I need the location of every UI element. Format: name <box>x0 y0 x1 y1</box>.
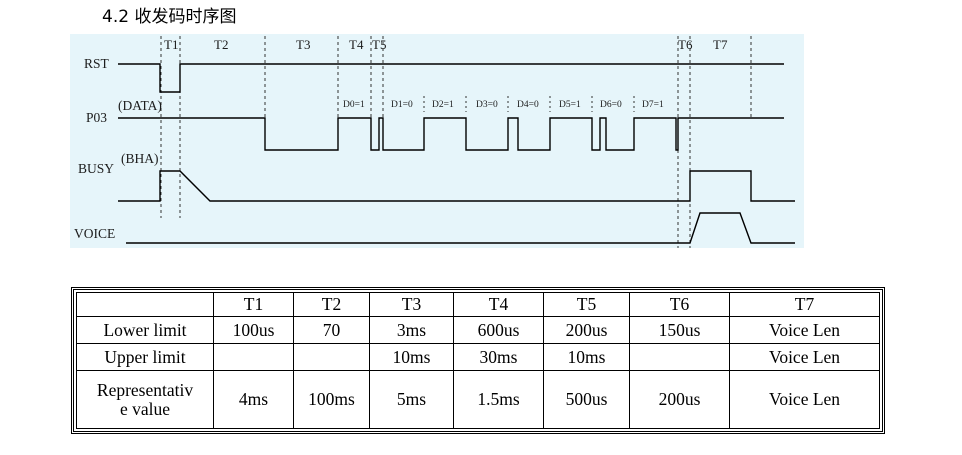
bit-label-d1: D1=0 <box>391 100 413 110</box>
table-cell: 150us <box>629 316 730 344</box>
bit-label-d0: D0=1 <box>343 100 365 110</box>
row-label-lower-limit: Lower limit <box>76 316 214 344</box>
signal-label-rst: RST <box>84 56 110 71</box>
timing-spec-table: T1 T2 T3 T4 T5 T6 T7 Lower limit 100us 7… <box>71 287 885 434</box>
signal-label-data: (DATA) <box>118 98 162 113</box>
table-cell: 10ms <box>543 343 630 371</box>
table-header-row: T1 T2 T3 T4 T5 T6 T7 <box>76 292 880 317</box>
period-label-t6: T6 <box>678 37 693 52</box>
period-label-t1: T1 <box>164 37 178 52</box>
period-dividers <box>160 36 752 248</box>
table-cell: 5ms <box>369 370 454 429</box>
timing-diagram: T1 T2 T3 T4 T5 T6 T7 RST P03 (DATA) BUSY… <box>70 34 804 248</box>
bit-label-d4: D4=0 <box>517 100 539 110</box>
signal-label-voice: VOICE <box>74 226 115 241</box>
table-cell: 1.5ms <box>453 370 544 429</box>
table-cell <box>213 343 294 371</box>
table-row-representative-value: Representativ e value 4ms 100ms 5ms 1.5m… <box>76 370 880 429</box>
table-cell: 70 <box>293 316 370 344</box>
row-label-line-1: Representativ <box>96 379 194 400</box>
signal-label-bha: (BHA) <box>121 151 159 166</box>
bit-label-d6: D6=0 <box>600 100 622 110</box>
row-label-upper-limit: Upper limit <box>76 343 214 371</box>
bit-label-d3: D3=0 <box>476 100 498 110</box>
busy-waveform <box>118 170 795 202</box>
table-cell: 200us <box>543 316 630 344</box>
table-cell: Voice Len <box>729 343 880 371</box>
table-cell: 600us <box>453 316 544 344</box>
p03-waveform <box>118 117 784 151</box>
table-cell: 100ms <box>293 370 370 429</box>
table-cell: 4ms <box>213 370 294 429</box>
table-row-lower-limit: Lower limit 100us 70 3ms 600us 200us 150… <box>76 316 880 344</box>
voice-waveform <box>126 212 795 244</box>
period-label-t5: T5 <box>372 37 386 52</box>
bit-label-d7: D7=1 <box>642 100 664 110</box>
signal-label-p03: P03 <box>86 110 107 125</box>
header-cell-t6: T6 <box>629 292 730 317</box>
header-cell-t3: T3 <box>369 292 454 317</box>
period-label-t3: T3 <box>296 37 310 52</box>
table-cell: 3ms <box>369 316 454 344</box>
section-heading: 4.2 收发码时序图 <box>102 7 237 27</box>
table-cell <box>629 343 730 371</box>
table-cell: Voice Len <box>729 370 880 429</box>
signal-label-busy: BUSY <box>78 161 114 176</box>
table-row-upper-limit: Upper limit 10ms 30ms 10ms Voice Len <box>76 343 880 371</box>
table-cell: 200us <box>629 370 730 429</box>
period-label-t2: T2 <box>214 37 228 52</box>
diagram-background <box>70 34 804 248</box>
period-label-t7: T7 <box>713 37 728 52</box>
table-cell: 100us <box>213 316 294 344</box>
table-cell: 500us <box>543 370 630 429</box>
row-label-representative-value: Representativ e value <box>76 370 214 429</box>
header-cell-t1: T1 <box>213 292 294 317</box>
rst-waveform <box>118 63 784 93</box>
header-cell-t5: T5 <box>543 292 630 317</box>
header-cell-empty <box>76 292 214 317</box>
table-cell: Voice Len <box>729 316 880 344</box>
table-cell <box>293 343 370 371</box>
header-cell-t7: T7 <box>729 292 880 317</box>
table-cell: 30ms <box>453 343 544 371</box>
bit-label-d5: D5=1 <box>559 100 581 110</box>
header-cell-t4: T4 <box>453 292 544 317</box>
table-cell: 10ms <box>369 343 454 371</box>
header-cell-t2: T2 <box>293 292 370 317</box>
row-label-line-2: e value <box>119 398 171 419</box>
bit-label-d2: D2=1 <box>432 100 454 110</box>
period-label-t4: T4 <box>349 37 364 52</box>
